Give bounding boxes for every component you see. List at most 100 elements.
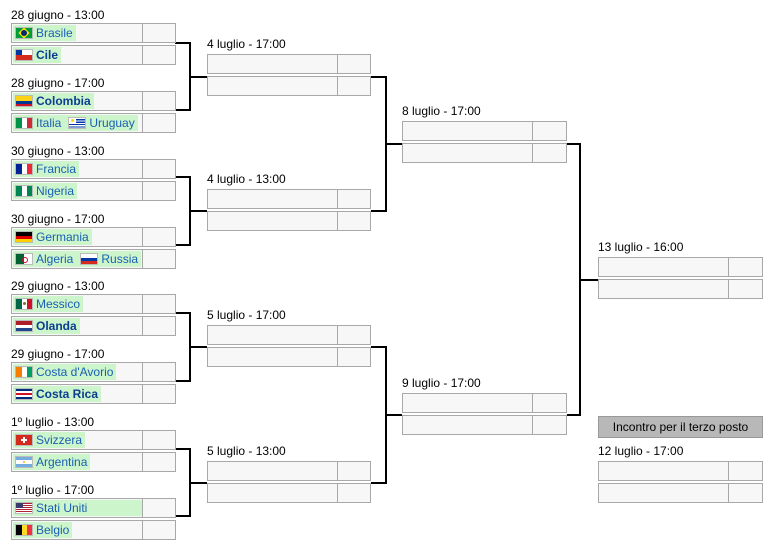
team-name[interactable]: Costa d'Avorio xyxy=(36,365,114,379)
qf4-date: 5 luglio - 13:00 xyxy=(207,444,286,458)
team-entry[interactable]: Germania xyxy=(13,229,92,245)
score-cell xyxy=(532,143,567,163)
team-entry[interactable]: Costa d'Avorio xyxy=(13,364,117,380)
final-date: 13 luglio - 16:00 xyxy=(598,240,684,254)
team-name[interactable]: Cile xyxy=(36,48,59,62)
team-entry[interactable]: Francia xyxy=(13,161,80,177)
score-cell xyxy=(142,91,176,111)
team-slot xyxy=(402,415,533,435)
team-name[interactable]: Francia xyxy=(36,162,77,176)
r16-match-date: 29 giugno - 13:00 xyxy=(11,279,105,293)
team-name[interactable]: Messico xyxy=(36,297,81,311)
italy-flag-icon xyxy=(15,117,33,129)
team-slot xyxy=(402,121,533,141)
score-cell xyxy=(728,257,763,277)
team-slot xyxy=(598,461,729,481)
r16-match-date: 1º luglio - 17:00 xyxy=(11,483,95,497)
sf2-date: 9 luglio - 17:00 xyxy=(402,376,481,390)
team-entry[interactable]: Brasile xyxy=(13,25,76,41)
score-cell xyxy=(728,483,763,503)
score-cell xyxy=(142,384,176,404)
score-cell xyxy=(337,76,371,96)
team-slot xyxy=(207,461,338,481)
qf2-date: 4 luglio - 13:00 xyxy=(207,172,286,186)
team-slot xyxy=(598,257,729,277)
score-cell xyxy=(142,294,176,314)
score-cell xyxy=(728,461,763,481)
team-slot xyxy=(207,325,338,345)
uruguay-flag-icon xyxy=(68,117,87,129)
team-entry[interactable]: Colombia xyxy=(13,93,94,109)
score-cell xyxy=(142,316,176,336)
team-name[interactable]: Argentina xyxy=(36,455,88,469)
team-slot xyxy=(207,483,338,503)
qf1-date: 4 luglio - 17:00 xyxy=(207,37,286,51)
netherlands-flag-icon xyxy=(15,320,33,332)
r16-match-date: 1º luglio - 13:00 xyxy=(11,415,95,429)
score-cell xyxy=(142,181,176,201)
team-name[interactable]: Italia xyxy=(36,116,62,130)
score-cell xyxy=(142,430,176,450)
team-entry[interactable]: Svizzera xyxy=(13,432,86,448)
team-name[interactable]: Colombia xyxy=(36,94,91,108)
algeria-flag-icon xyxy=(15,253,33,265)
score-cell xyxy=(142,520,176,540)
team-name[interactable]: Stati Uniti xyxy=(36,501,88,515)
team-entry[interactable]: Stati Uniti xyxy=(13,500,142,516)
team-slot xyxy=(207,54,338,74)
team-entry[interactable]: Argentina xyxy=(13,454,91,470)
team-name[interactable]: Brasile xyxy=(36,26,73,40)
score-cell xyxy=(532,415,567,435)
team-entry[interactable]: Olanda xyxy=(13,318,80,334)
team-entry[interactable]: Costa Rica xyxy=(13,386,102,402)
score-cell xyxy=(532,393,567,413)
team-slot xyxy=(207,189,338,209)
russia-flag-icon xyxy=(80,253,99,265)
team-name[interactable]: Algeria xyxy=(36,252,74,266)
r16-match-date: 30 giugno - 13:00 xyxy=(11,144,105,158)
third-place-date: 12 luglio - 17:00 xyxy=(598,444,684,458)
score-cell xyxy=(142,452,176,472)
team-name[interactable]: Olanda xyxy=(36,319,77,333)
team-slot xyxy=(207,211,338,231)
team-slot xyxy=(207,347,338,367)
team-slot xyxy=(598,483,729,503)
score-cell xyxy=(337,347,371,367)
team-name[interactable]: Svizzera xyxy=(36,433,83,447)
team-slot xyxy=(402,143,533,163)
team-entry[interactable]: Belgio xyxy=(13,522,73,538)
team-name[interactable]: Costa Rica xyxy=(36,387,99,401)
chile-flag-icon xyxy=(15,49,33,61)
score-cell xyxy=(728,279,763,299)
score-cell xyxy=(142,113,176,133)
score-cell xyxy=(142,45,176,65)
score-cell xyxy=(337,483,371,503)
team-name[interactable]: Nigeria xyxy=(36,184,75,198)
third-place-header: Incontro per il terzo posto xyxy=(598,416,763,438)
team-entry[interactable]: Algeria Russia xyxy=(13,251,142,267)
team-entry[interactable]: Cile xyxy=(13,47,62,63)
nigeria-flag-icon xyxy=(15,185,33,197)
team-slot xyxy=(402,393,533,413)
score-cell xyxy=(337,211,371,231)
qf3-date: 5 luglio - 17:00 xyxy=(207,308,286,322)
team-entry[interactable]: Messico xyxy=(13,296,84,312)
score-cell xyxy=(142,362,176,382)
r16-match-date: 28 giugno - 13:00 xyxy=(11,8,105,22)
team-name[interactable]: Russia xyxy=(101,252,139,266)
team-name[interactable]: Germania xyxy=(36,230,89,244)
switzerland-flag-icon xyxy=(15,434,33,446)
r16-match-date: 28 giugno - 17:00 xyxy=(11,76,105,90)
score-cell xyxy=(337,461,371,481)
team-name[interactable]: Uruguay xyxy=(89,116,135,130)
score-cell xyxy=(337,54,371,74)
score-cell xyxy=(532,121,567,141)
team-entry[interactable]: Nigeria xyxy=(13,183,78,199)
germany-flag-icon xyxy=(15,231,33,243)
team-entry[interactable]: Italia Uruguay xyxy=(13,115,138,131)
score-cell xyxy=(142,159,176,179)
belgium-flag-icon xyxy=(15,524,33,536)
team-name[interactable]: Belgio xyxy=(36,523,70,537)
score-cell xyxy=(142,498,176,518)
